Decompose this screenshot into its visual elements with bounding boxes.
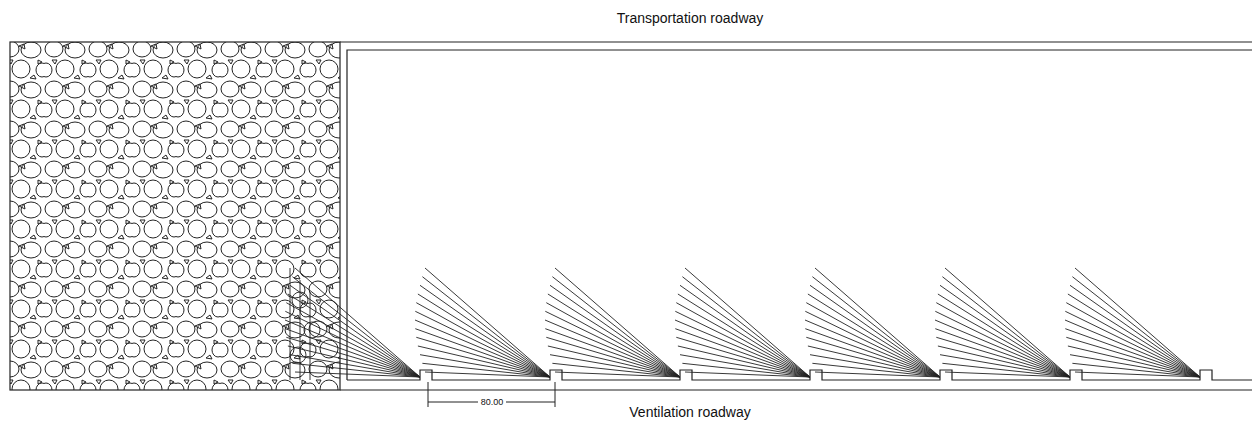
borehole	[682, 277, 810, 377]
borehole	[936, 337, 1070, 377]
borehole	[1065, 311, 1200, 377]
dimension-line	[428, 382, 555, 407]
borehole	[545, 329, 680, 377]
borehole	[1065, 320, 1200, 377]
borehole	[295, 268, 420, 377]
borehole	[675, 329, 810, 377]
borehole	[416, 337, 550, 377]
borehole-fans	[285, 268, 1200, 377]
borehole	[805, 320, 940, 377]
borehole	[940, 285, 1070, 377]
borehole	[935, 311, 1070, 377]
borehole	[945, 268, 1070, 377]
borehole	[286, 303, 420, 377]
borehole	[1072, 277, 1200, 377]
roadway-label: Ventilation roadway	[629, 405, 750, 419]
borehole	[935, 320, 1070, 377]
borehole	[288, 294, 420, 377]
borehole	[550, 285, 680, 377]
borehole	[415, 311, 550, 377]
borehole	[805, 329, 940, 377]
borehole	[548, 294, 680, 377]
borehole	[936, 303, 1070, 377]
roadway-label: Transportation roadway	[617, 11, 764, 25]
borehole	[1070, 285, 1200, 377]
borehole	[1065, 329, 1200, 377]
borehole	[418, 294, 550, 377]
goaf-rubble	[10, 42, 340, 390]
borehole	[810, 285, 940, 377]
borehole	[422, 277, 550, 377]
borehole	[942, 277, 1070, 377]
borehole	[1075, 268, 1200, 377]
borehole	[290, 285, 420, 377]
borehole	[935, 329, 1070, 377]
dimension-value: 80.00	[478, 398, 507, 407]
borehole	[812, 277, 940, 377]
borehole	[675, 320, 810, 377]
borehole	[415, 320, 550, 377]
borehole	[420, 285, 550, 377]
roadway-outline	[340, 42, 1252, 390]
borehole	[805, 311, 940, 377]
borehole	[1066, 303, 1200, 377]
borehole	[676, 337, 810, 377]
borehole	[552, 277, 680, 377]
borehole	[1068, 294, 1200, 377]
borehole	[685, 268, 810, 377]
borehole	[415, 329, 550, 377]
borehole	[806, 337, 940, 377]
borehole	[546, 303, 680, 377]
goaf-boreholes	[290, 268, 320, 380]
borehole	[815, 268, 940, 377]
borehole	[546, 337, 680, 377]
borehole	[286, 337, 420, 377]
borehole	[808, 294, 940, 377]
borehole	[292, 277, 420, 377]
borehole	[675, 311, 810, 377]
borehole	[545, 320, 680, 377]
borehole	[285, 329, 420, 377]
borehole	[806, 303, 940, 377]
borehole	[285, 320, 420, 377]
borehole	[678, 294, 810, 377]
borehole	[676, 303, 810, 377]
borehole	[555, 268, 680, 377]
borehole	[425, 268, 550, 377]
borehole	[416, 303, 550, 377]
borehole	[680, 285, 810, 377]
borehole	[938, 294, 1070, 377]
borehole	[285, 311, 420, 377]
borehole	[545, 311, 680, 377]
borehole	[1066, 337, 1200, 377]
